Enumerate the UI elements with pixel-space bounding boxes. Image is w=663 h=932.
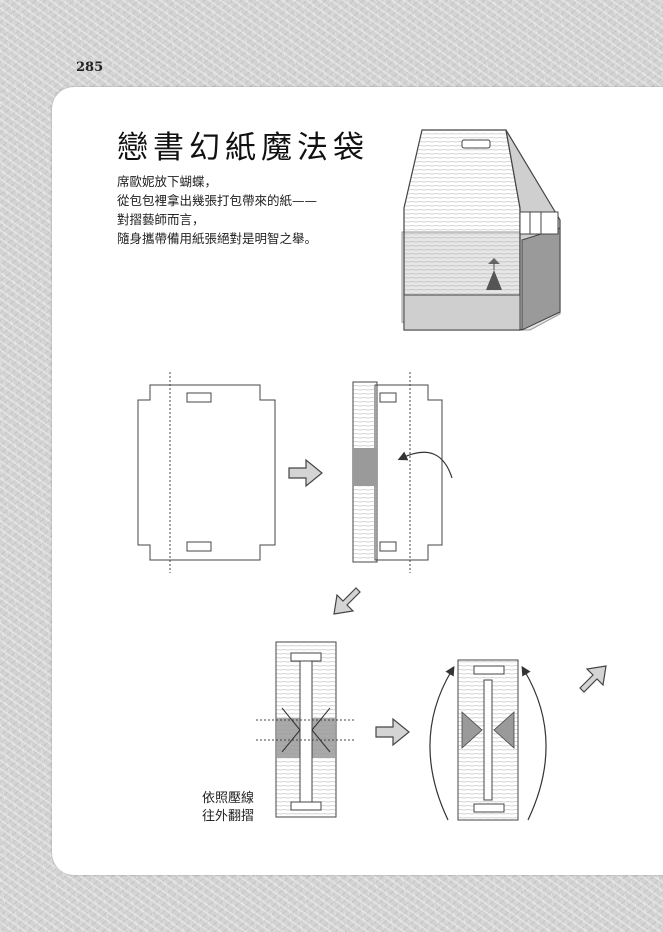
caption-line: 往外翻摺 xyxy=(202,809,255,824)
arrow-right-icon xyxy=(375,717,410,747)
intro-text: 席歐妮放下蝴蝶， 從包包裡拿出幾張打包帶來的紙—— 對摺藝師而言， 隨身攜帶備用… xyxy=(117,172,317,248)
page-title: 戀書幻紙魔法袋 xyxy=(117,130,369,166)
step2-folded-template xyxy=(352,372,453,573)
finished-bag-illustration xyxy=(401,129,561,331)
arrow-up-right-icon xyxy=(579,665,607,693)
step1-flat-template xyxy=(137,372,276,573)
intro-line: 對摺藝師而言， xyxy=(117,212,205,227)
arrow-right-icon xyxy=(288,458,323,488)
step3-fold-diagram xyxy=(256,641,356,818)
caption-line: 依照壓線 xyxy=(202,791,255,806)
intro-line: 隨身攜帶備用紙張絕對是明智之舉。 xyxy=(117,231,318,246)
arrow-down-left-icon xyxy=(333,587,361,615)
fold-instruction-caption: 依照壓線 往外翻摺 xyxy=(202,790,254,826)
intro-line: 從包包裡拿出幾張打包帶來的紙—— xyxy=(117,193,318,208)
intro-line: 席歐妮放下蝴蝶， xyxy=(117,174,218,189)
page-number: 285 xyxy=(76,60,104,75)
step4-fold-diagram xyxy=(429,659,547,821)
